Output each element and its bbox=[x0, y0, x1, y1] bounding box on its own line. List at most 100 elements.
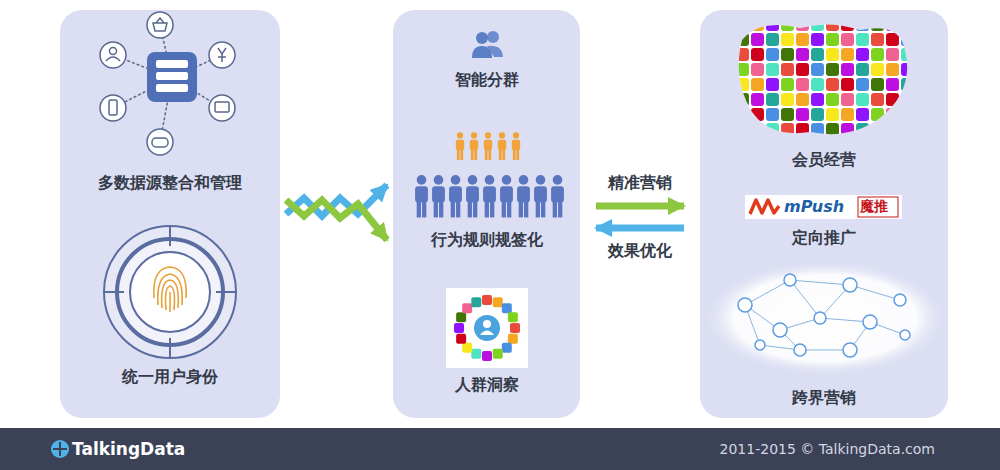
app-tile bbox=[826, 108, 839, 121]
app-tile bbox=[826, 138, 839, 151]
app-tile bbox=[766, 108, 779, 121]
footer-text: 2011-2015 © TalkingData.com bbox=[720, 441, 935, 457]
app-tile bbox=[841, 138, 854, 151]
app-tile bbox=[781, 93, 794, 106]
insight-tile bbox=[508, 312, 518, 322]
app-tile bbox=[781, 48, 794, 61]
app-tile bbox=[856, 93, 869, 106]
app-tile bbox=[796, 138, 809, 151]
app-tile bbox=[886, 78, 899, 91]
app-tile bbox=[796, 63, 809, 76]
app-tile bbox=[766, 78, 779, 91]
app-tile bbox=[871, 93, 884, 106]
item-label: 跨界营销 bbox=[694, 388, 954, 407]
app-tile bbox=[826, 93, 839, 106]
app-tile bbox=[811, 63, 824, 76]
app-tile bbox=[871, 48, 884, 61]
people-blue bbox=[415, 175, 564, 217]
insight-tile bbox=[510, 323, 520, 333]
item-label: 多数据源整合和管理 bbox=[54, 173, 286, 192]
app-tile bbox=[781, 108, 794, 121]
item-label: 行为规则规签化 bbox=[387, 230, 586, 249]
mpush-wave bbox=[750, 200, 779, 214]
app-tile bbox=[886, 18, 899, 31]
app-tile bbox=[886, 33, 899, 46]
data-source-icon bbox=[100, 12, 235, 155]
app-tile bbox=[841, 48, 854, 61]
app-tile bbox=[901, 108, 914, 121]
app-tile bbox=[901, 63, 914, 76]
app-tile bbox=[826, 123, 839, 136]
app-mosaic bbox=[735, 15, 915, 151]
logo-ground bbox=[745, 195, 902, 219]
app-tile bbox=[766, 33, 779, 46]
app-tile bbox=[796, 18, 809, 31]
insight-tile bbox=[508, 334, 518, 344]
app-tile bbox=[781, 138, 794, 151]
app-tile bbox=[901, 18, 914, 31]
app-tile bbox=[751, 48, 764, 61]
app-tile bbox=[781, 63, 794, 76]
app-tile bbox=[736, 93, 749, 106]
identity-target-icon bbox=[104, 226, 236, 358]
server-icon bbox=[156, 60, 188, 92]
app-tile bbox=[811, 138, 824, 151]
insight-tile bbox=[456, 334, 466, 344]
app-tile bbox=[871, 123, 884, 136]
app-tile bbox=[736, 108, 749, 121]
app-tile bbox=[841, 78, 854, 91]
app-tile bbox=[871, 63, 884, 76]
app-tile bbox=[811, 48, 824, 61]
arrow-label: 精准营销 bbox=[605, 173, 675, 192]
insight-tile bbox=[471, 349, 481, 359]
app-tile bbox=[811, 93, 824, 106]
item-label: 统一用户身份 bbox=[54, 367, 286, 386]
app-tile bbox=[841, 33, 854, 46]
flow-arrow bbox=[596, 203, 684, 210]
panel bbox=[60, 10, 280, 418]
app-tile bbox=[751, 33, 764, 46]
item-label: 定向推广 bbox=[694, 228, 954, 247]
app-tile bbox=[856, 33, 869, 46]
app-tile bbox=[856, 78, 869, 91]
people-orange bbox=[456, 132, 520, 160]
app-tile bbox=[886, 138, 899, 151]
app-tile bbox=[766, 93, 779, 106]
fingerprint-icon bbox=[154, 267, 186, 312]
app-tile bbox=[736, 138, 749, 151]
app-tile bbox=[901, 123, 914, 136]
insight-tile bbox=[493, 297, 503, 307]
insight-icon bbox=[446, 288, 528, 368]
app-tile bbox=[856, 18, 869, 31]
group-icon bbox=[472, 31, 503, 58]
app-tile bbox=[871, 78, 884, 91]
app-tile bbox=[901, 138, 914, 151]
app-tile bbox=[811, 18, 824, 31]
app-tile bbox=[781, 123, 794, 136]
logo-badge bbox=[858, 197, 898, 217]
insight-tile bbox=[462, 303, 472, 313]
footer-logo bbox=[51, 440, 69, 458]
app-tile bbox=[886, 123, 899, 136]
app-tile bbox=[751, 123, 764, 136]
app-tile bbox=[796, 78, 809, 91]
app-tile bbox=[871, 33, 884, 46]
app-tile bbox=[796, 93, 809, 106]
app-tile bbox=[826, 33, 839, 46]
app-tile bbox=[856, 123, 869, 136]
insight-tile bbox=[493, 349, 503, 359]
logo-text: 魔推 bbox=[860, 198, 888, 216]
app-tile bbox=[751, 138, 764, 151]
item-label: 人群洞察 bbox=[387, 375, 586, 394]
app-tile bbox=[856, 138, 869, 151]
app-tile bbox=[751, 18, 764, 31]
insight-tile bbox=[456, 312, 466, 322]
app-tile bbox=[826, 48, 839, 61]
app-tile bbox=[751, 78, 764, 91]
app-tile bbox=[781, 33, 794, 46]
labelled-item: 人群洞察 bbox=[387, 280, 586, 402]
app-tile bbox=[841, 108, 854, 121]
app-tile bbox=[766, 123, 779, 136]
app-tile bbox=[811, 33, 824, 46]
app-tile bbox=[901, 48, 914, 61]
